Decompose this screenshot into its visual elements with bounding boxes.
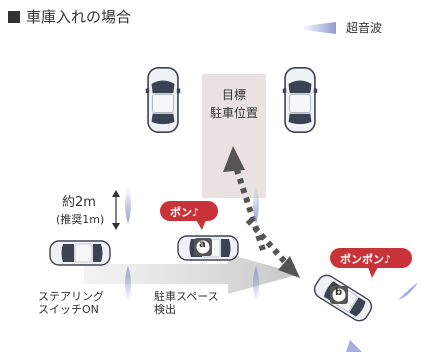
target-area [202, 74, 266, 198]
legend-label: 超音波 [346, 21, 383, 35]
step-switch-line1: ステアリング [38, 290, 104, 303]
title-text: 車庫入れの場合 [26, 8, 132, 26]
step-switch-line2: スイッチON [38, 303, 99, 316]
bubble-first [160, 201, 218, 230]
title-square-icon [8, 10, 20, 23]
target-line2: 駐車位置 [209, 106, 258, 120]
legend: 超音波 [346, 19, 382, 36]
page-title: 車庫入れの場合 [8, 6, 131, 27]
distance-arrow [112, 190, 120, 230]
step-detect-line1: 駐車スペース [154, 290, 219, 303]
legend-wave-icon [304, 22, 336, 34]
marker-a-label: a [199, 239, 206, 250]
target-line1: 目標 [221, 88, 246, 102]
step-detect-line2: 検出 [154, 303, 176, 316]
marker-a [194, 238, 212, 256]
parked-car-left [144, 66, 182, 134]
dotted-arrow [223, 146, 300, 278]
path-trail [84, 254, 300, 294]
sensor-waves [125, 186, 418, 352]
target-label: 目標 駐車位置 [206, 86, 262, 122]
marker-b-label: b [335, 287, 343, 298]
bubble-second [330, 248, 412, 278]
step-detect-label: 駐車スペース 検出 [154, 290, 219, 316]
bubble-second-text: ポンポン♪ [340, 253, 392, 266]
bubble-first-text: ポン♪ [170, 206, 200, 219]
step-switch-label: ステアリング スイッチON [38, 290, 104, 316]
distance-sub: (推奨1m) [56, 213, 105, 226]
distance-main: 約2m [62, 195, 96, 210]
parked-car-right [281, 66, 319, 134]
marker-b [330, 286, 348, 304]
car-start [49, 240, 111, 266]
